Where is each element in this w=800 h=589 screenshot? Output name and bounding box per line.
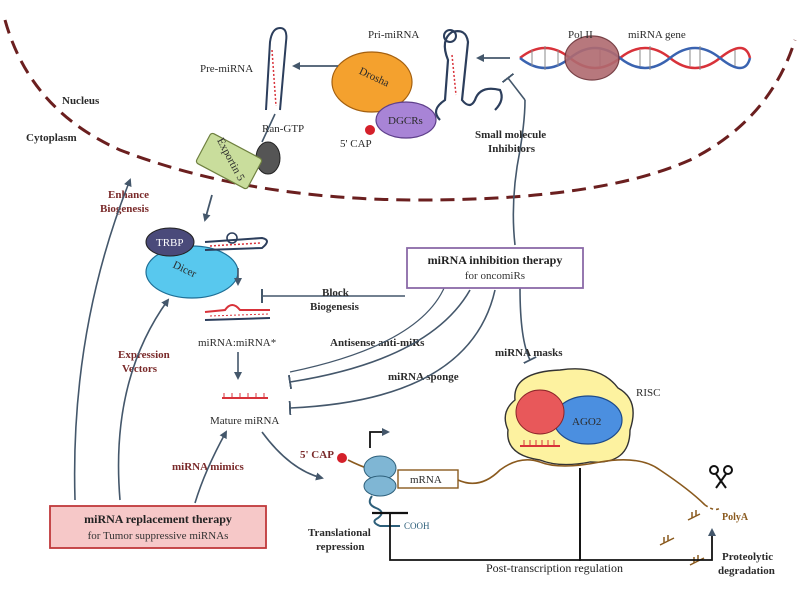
trbp-label: TRBP [156,237,184,249]
pri-mirna-label: Pri-miRNA [368,29,419,41]
nuclear-membrane [3,19,797,202]
polya-tail [704,504,721,511]
cytoplasm-label: Cytoplasm [26,132,77,144]
enhance-label-2: Biogenesis [100,203,150,215]
inhibition-title: miRNA inhibition therapy [428,253,563,267]
small-molecule-label-1: Small molecule [475,129,546,141]
inhibition-therapy-box: miRNA inhibition therapy for oncomiRs [406,247,584,289]
mature-mirna-label: Mature miRNA [210,415,279,427]
enhance-label-1: Enhance [108,189,149,201]
risc-red-protein [515,389,565,435]
ran-gtp-label: Ran-GTP [262,123,304,135]
pol-ii-enzyme [564,35,620,81]
mrna-tail [457,459,706,506]
block-label-1: Block [322,287,350,299]
cap-bottom-label: 5' CAP [300,449,334,461]
dna-helix-icon [519,46,752,70]
proteolytic-label-2: degradation [718,565,775,577]
expression-label-2: Vectors [122,363,158,375]
mirna-duplex [204,304,271,321]
ago2-label: AGO2 [572,416,601,428]
mirna-gene-label: miRNA gene [628,29,686,41]
replacement-title: miRNA replacement therapy [84,512,232,526]
mimics-arrow [194,430,227,504]
loading-arrow [261,431,324,481]
antisense-inhibit-line-2 [289,285,446,373]
dicer-bound-premirna [204,232,268,251]
proteolytic-label-1: Proteolytic [722,551,773,563]
expression-vectors-arrow [117,298,170,501]
peptide-chain [368,495,400,527]
expression-label-1: Expression [118,349,170,361]
polya-label: PolyA [722,512,749,523]
ribosome-small [363,475,397,497]
mrna-box [397,469,459,489]
regulation-bracket-right [579,468,716,561]
pre-to-exportin-link [261,113,276,143]
block-label-2: Biogenesis [310,301,360,313]
enhance-biogenesis-arrow [73,178,132,501]
antisense-inhibit-line [287,289,471,390]
mature-mirna-strand [222,393,268,399]
inhibition-subtitle: for oncomiRs [465,270,525,282]
start-codon-arrow [369,428,390,448]
translational-label-2: repression [316,541,365,553]
risc-label: RISC [636,387,660,399]
small-molecule-label-2: Inhibitors [488,143,536,155]
cap-dot-bottom [337,453,347,463]
mrna-label: mRNA [410,474,442,486]
risc-loaded-mirna [520,440,560,447]
pol-ii-label: Pol II [568,29,593,41]
replacement-therapy-box: miRNA replacement therapy for Tumor supp… [49,505,267,549]
dgcrs-label: DGCRs [388,115,423,127]
cooh-label: COOH [404,521,430,531]
sponge-label: miRNA sponge [388,371,459,383]
export-arrow [202,194,213,222]
degraded-fragments [659,510,705,566]
masks-inhibit-line [519,287,537,365]
exportin-5-protein [195,132,263,190]
masks-label: miRNA masks [495,347,563,359]
inhibition-to-small-molecule-line [512,99,526,246]
small-molecule-inhibit-line [501,72,526,101]
pre-mirna-hairpin [265,26,288,111]
replacement-subtitle: for Tumor suppressive miRNAs [88,530,229,542]
pri-mirna-hairpin [434,29,503,121]
post-transcription-label: Post-transcription regulation [486,561,623,575]
trbp-protein [145,227,195,257]
antisense-label: Antisense anti-miRs [330,337,425,349]
scissors-icon [709,465,733,489]
pre-mirna-label: Pre-miRNA [200,63,253,75]
cap-dot-top [365,125,375,135]
dgcrs-protein [375,101,437,139]
nucleus-label: Nucleus [62,95,100,107]
cap-top-label: 5' CAP [340,138,372,150]
duplex-label: miRNA:miRNA* [198,337,276,349]
sponge-inhibit-line [288,289,496,416]
translational-label-1: Translational [308,527,371,539]
drosha-protein [331,51,413,113]
